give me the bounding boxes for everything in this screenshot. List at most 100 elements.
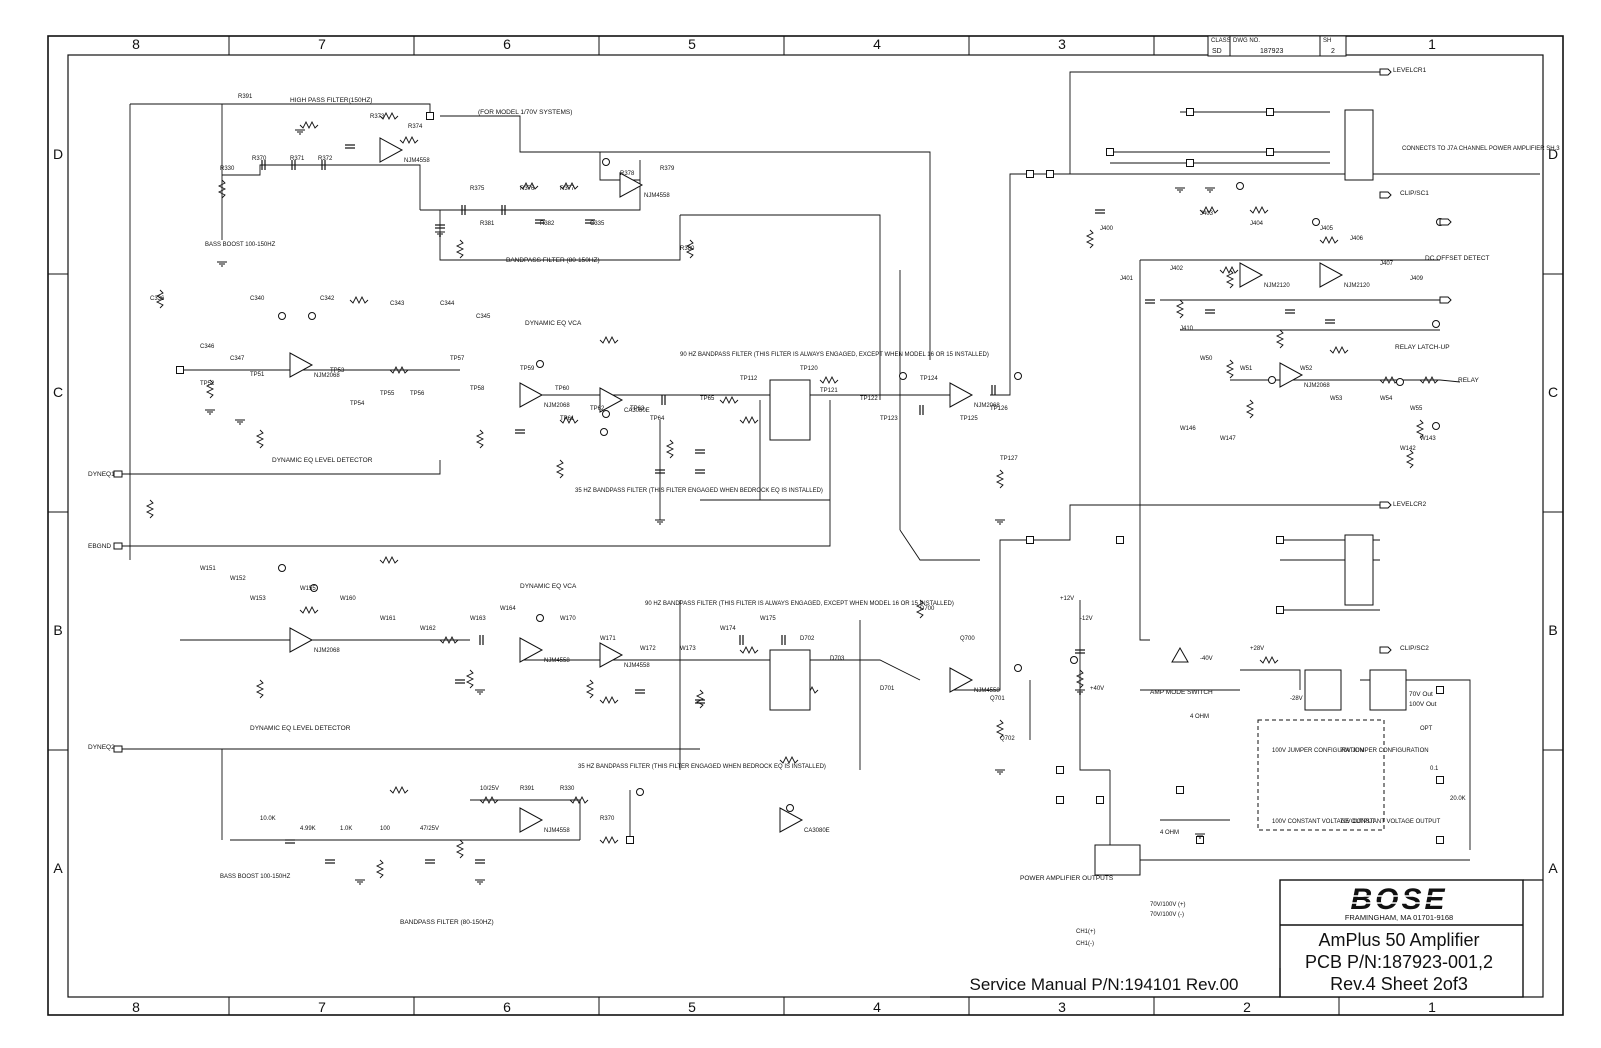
title-line3: Rev.4 Sheet 2of3 [1330,974,1468,994]
eq-vca2-label: DYNAMIC EQ VCA [520,583,577,590]
dc-offset-label: DC OFFSET DETECT [1425,255,1490,262]
v100-label: 100V Out [1409,701,1437,708]
ch1-label: CH1(+) [1076,929,1096,935]
zone-right-A: A [1548,860,1558,876]
ref-label: R370 [600,816,615,822]
ref-label: Q701 [990,696,1005,702]
lvl2-label: LEVELCR2 [1393,501,1427,508]
ohm4b-label: 4 OHM [1160,830,1179,836]
ref-label: W173 [680,646,696,652]
ref-label: W146 [1180,426,1196,432]
wiring [122,71,1540,861]
ref-label: W55 [1410,406,1423,412]
ref-label: R378 [620,171,635,177]
sh-label: SH [1323,38,1331,44]
opamp-label: NJM4558 [624,663,650,669]
bottom-zone-labels: 8 7 6 5 4 3 2 1 [132,999,1436,1015]
zone-bottom-2: 2 [1243,999,1251,1015]
ref-label: 10.0K [260,816,276,822]
ref-label: -12V [1080,616,1093,622]
ref-label: TP123 [880,416,898,422]
ref-label: C342 [320,296,335,302]
ref-label: +28V [1250,646,1264,652]
ref-label: J402 [1170,266,1184,272]
ref-label: W174 [720,626,736,632]
zone-bottom-3: 3 [1058,999,1066,1015]
ref-label: J407 [1380,261,1394,267]
ref-label: W53 [1330,396,1343,402]
ref-label: J403 [1200,211,1214,217]
ref-label: TP62 [590,406,605,412]
ref-label: R370 [252,156,267,162]
ref-label: TP64 [650,416,665,422]
ref-label: W160 [340,596,356,602]
inner-border [67,54,1544,998]
ref-label: +40V [1090,686,1104,692]
zone-bottom-6: 6 [503,999,511,1015]
ohm4a-label: 4 OHM [1190,714,1209,720]
clip1-label: CLIP/SC1 [1400,190,1429,197]
dyneq1-label: DYNEQ1 [88,471,115,478]
ref-label: -28V [1290,696,1303,702]
title-block: BOSE FRAMINGHAM, MA 01701-9168 AmPlus 50… [1279,879,1543,998]
ref-label: Q702 [1000,736,1015,742]
ref-label: W143 [1420,436,1436,442]
zone-top-4: 4 [873,36,881,52]
outer-border [47,35,1564,1016]
ref-label: TP57 [450,356,465,362]
dwg-value: 187923 [1260,48,1283,55]
zone-left-A: A [53,860,63,876]
ref-label: 4.99K [300,826,316,832]
ref-label: C343 [390,301,405,307]
bpf2-label: BANDPASS FILTER (80-150HZ) [400,919,494,926]
zone-bottom-1: 1 [1428,999,1436,1015]
ref-label: 47/25V [420,826,439,832]
zone-bottom-5: 5 [688,999,696,1015]
amp-mode-label: AMP MODE SWITCH [1150,689,1213,696]
ref-label: W142 [1400,446,1416,452]
ref-label: D702 [800,636,815,642]
zone-top-8: 8 [132,36,140,52]
ref-label: TP54 [350,401,365,407]
ref-label: R372 [318,156,333,162]
opamp-label: NJM2120 [1344,283,1370,289]
ref-label: TP125 [960,416,978,422]
side-zone-labels: D C B A D C B A [53,146,1558,876]
bp35-1-label: 35 HZ BANDPASS FILTER (THIS FILTER ENGAG… [575,488,823,494]
title-line1: AmPlus 50 Amplifier [1318,930,1479,950]
ref-label: D703 [830,656,845,662]
bp90-2-label: 90 HZ BANDPASS FILTER (THIS FILTER IS AL… [645,601,954,607]
ref-label: C345 [476,314,491,320]
zone-top-5: 5 [688,36,696,52]
ref-label: R330 [220,166,235,172]
ref-label: W52 [1300,366,1313,372]
ref-label: Q700 [960,636,975,642]
ref-label: W155 [300,586,316,592]
ref-label: J410 [1180,326,1194,332]
drawing-number-block: CLASS SD DWG NO. 187923 SH 2 [1207,35,1347,57]
ref-label: TP58 [470,386,485,392]
ref-label: +12V [1060,596,1074,602]
ref-label: W152 [230,576,246,582]
opamp-label: NJM2068 [544,403,570,409]
ref-label: R391 [520,786,535,792]
zone-tick-marks [48,36,1563,1015]
ref-label: R330 [560,786,575,792]
zone-top-3: 3 [1058,36,1066,52]
ref-label: 1.0K [340,826,352,832]
opamp-label: NJM2068 [1304,383,1330,389]
ref-label: R375 [470,186,485,192]
zone-top-7: 7 [318,36,326,52]
ref-label: TP126 [990,406,1008,412]
opamp-label: NJM4558 [974,688,1000,694]
ref-label: R379 [660,166,675,172]
out70b-label: 70V/100V (-) [1150,912,1184,918]
opamp-label: NJM2068 [314,373,340,379]
ref-label: TP55 [380,391,395,397]
lvl1-label: LEVELCR1 [1393,67,1427,74]
ref-label: R373 [370,114,385,120]
opamp-label: NJM4558 [544,828,570,834]
opamp-label: NJM4558 [644,193,670,199]
dyneq2-label: DYNEQ2 [88,744,115,751]
